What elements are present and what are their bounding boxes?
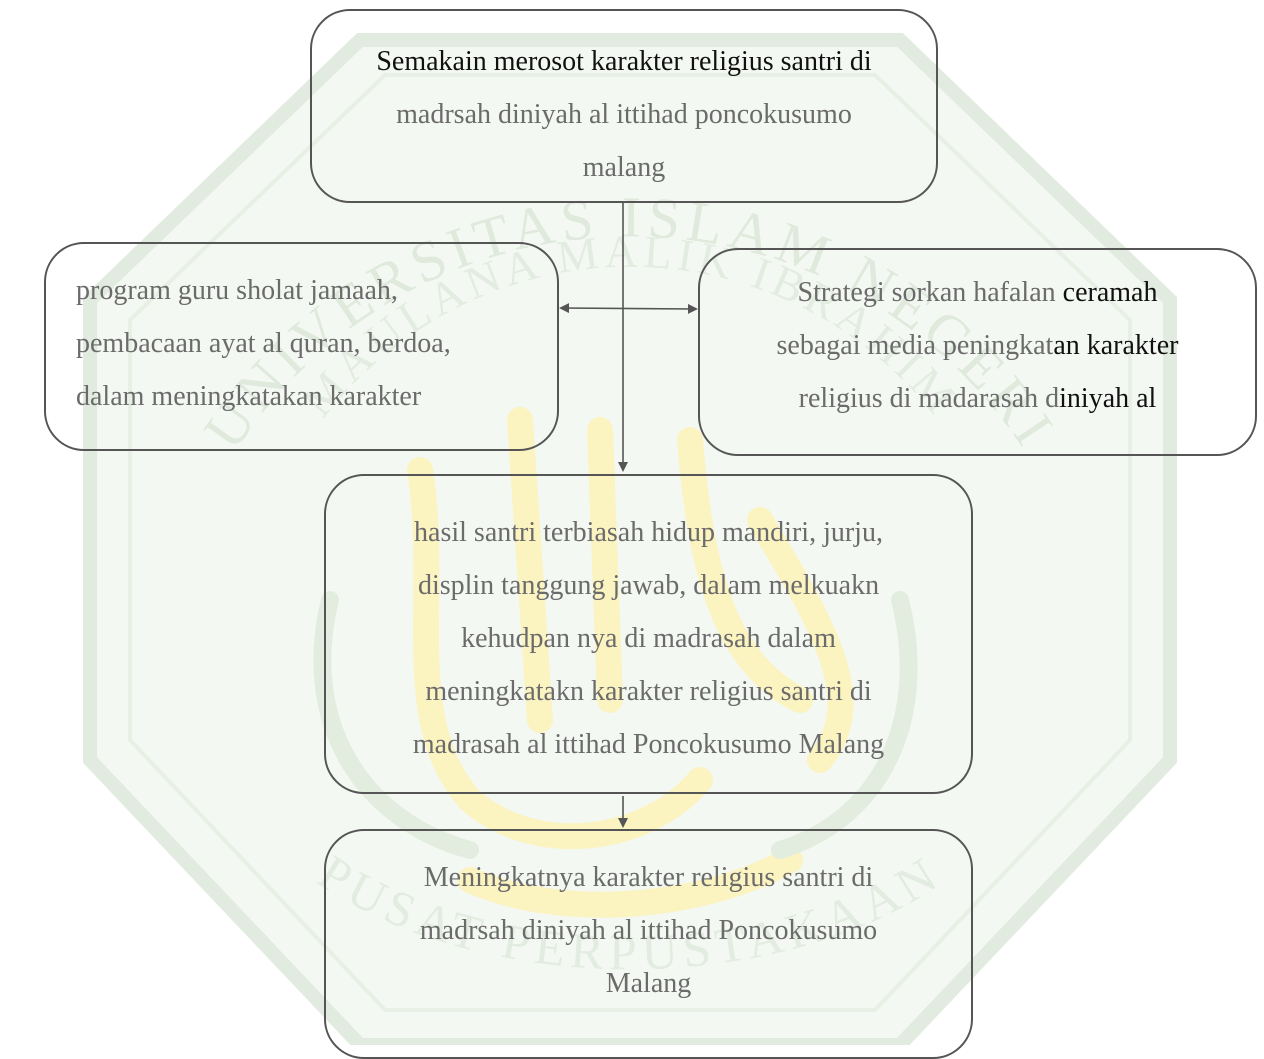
- box-strategy: Strategi sorkan hafalan ceramah sebagai …: [698, 248, 1257, 456]
- middle-box-line-4: meningkatakn karakter religius santri di: [425, 676, 872, 707]
- box-teacher-program: program guru sholat jamaah, pembacaan ay…: [44, 242, 559, 451]
- middle-box-line-1: hasil santri terbiasah hidup mandiri, ju…: [414, 517, 883, 548]
- box-outcome: Meningkatnya karakter religius santri di…: [324, 829, 973, 1059]
- right-box-line-1-grey: Strategi sorkan hafalan: [797, 277, 1063, 308]
- middle-box-line-3: kehudpan nya di madrasah dalam: [461, 623, 836, 654]
- right-box-line-3: religius di madarasah diniyah al: [700, 372, 1255, 425]
- right-box-line-2-grey: sebagai media peningkat: [776, 330, 1054, 361]
- arrow-left-right-bidirectional: [559, 303, 698, 314]
- bottom-box-line-1: Meningkatnya karakter religius santri di: [423, 862, 874, 893]
- box-problem-statement: Semakain merosot karakter religius santr…: [310, 9, 938, 203]
- right-box-line-3-grey: religius di madarasah d: [798, 383, 1060, 414]
- top-box-line-2: madrsah diniyah al ittihad poncokusumo: [396, 99, 852, 130]
- right-box-line-3-dark: iniyah al: [1059, 383, 1157, 414]
- bottom-box-line-3: Malang: [605, 968, 692, 999]
- right-box-line-1: Strategi sorkan hafalan ceramah: [700, 266, 1255, 319]
- right-box-line-2-dark: an karakter: [1053, 330, 1179, 361]
- middle-box-line-5: madrasah al ittihad Poncokusumo Malang: [412, 729, 885, 760]
- left-box-line-3: dalam meningkatakan karakter: [76, 381, 422, 412]
- top-box-line-1: Semakain merosot karakter religius santr…: [376, 46, 872, 77]
- right-box-line-2: sebagai media peningkatan karakter: [700, 319, 1255, 372]
- left-box-line-2: pembacaan ayat al quran, berdoa,: [76, 328, 451, 359]
- middle-box-line-2: displin tanggung jawab, dalam melkuakn: [417, 570, 880, 601]
- left-box-line-1: program guru sholat jamaah,: [76, 275, 398, 306]
- box-results: hasil santri terbiasah hidup mandiri, ju…: [324, 474, 973, 794]
- top-box-line-3: malang: [582, 152, 666, 183]
- bottom-box-line-2: madrsah diniyah al ittihad Poncokusumo: [419, 915, 878, 946]
- right-box-line-1-dark: ceramah: [1062, 277, 1158, 308]
